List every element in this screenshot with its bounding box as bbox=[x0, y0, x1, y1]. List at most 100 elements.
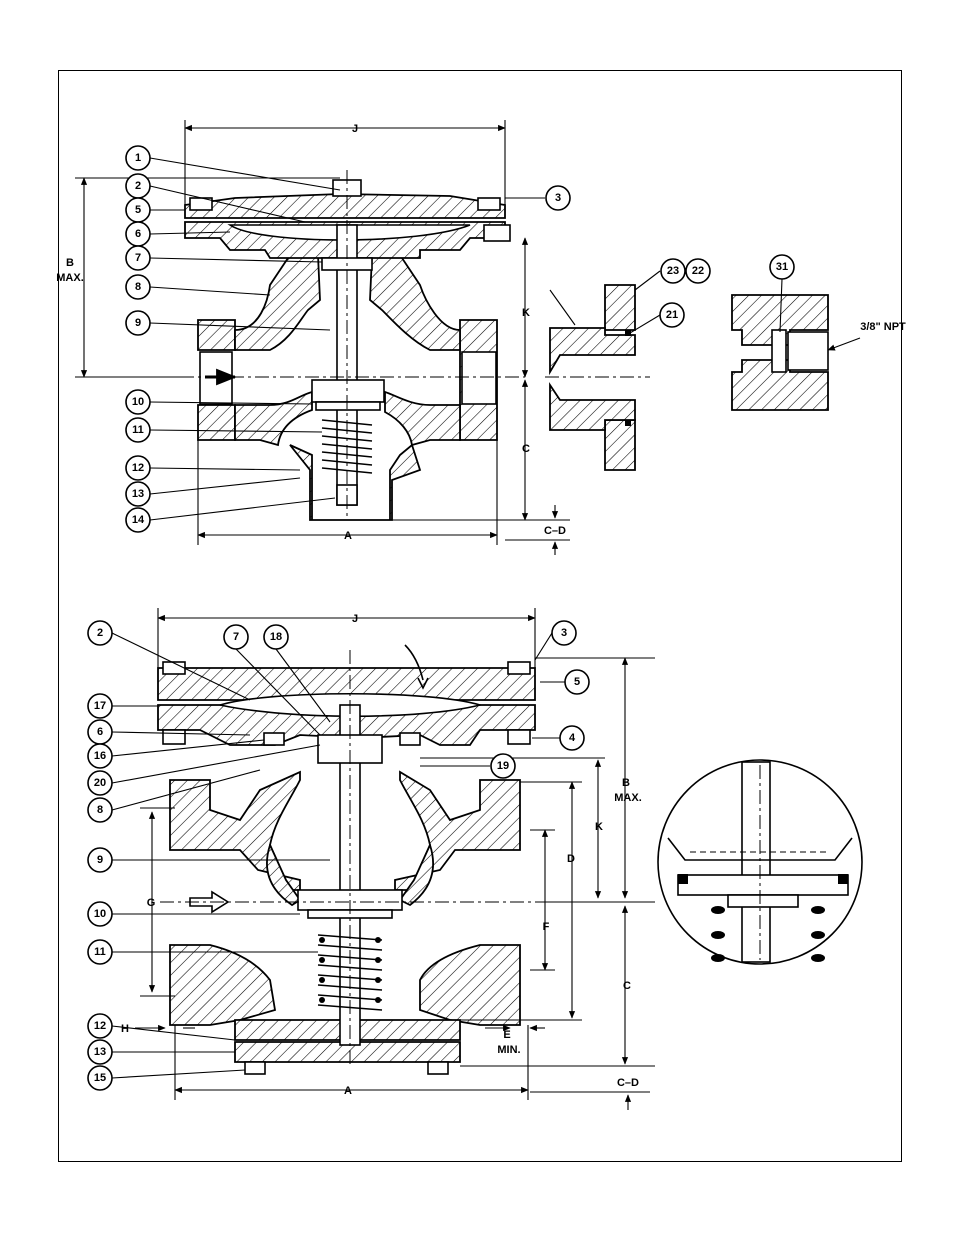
dim-j-bottom: J bbox=[352, 613, 358, 625]
top-valve-section bbox=[180, 170, 525, 521]
svg-text:15: 15 bbox=[94, 1072, 106, 1084]
svg-text:10: 10 bbox=[132, 396, 144, 408]
svg-text:31: 31 bbox=[776, 261, 788, 273]
bottom-valve-section bbox=[157, 644, 540, 1075]
svg-text:4: 4 bbox=[569, 732, 576, 744]
callout-b5: 5 bbox=[564, 669, 590, 695]
callout-10: 10 bbox=[125, 389, 151, 415]
leader-lines bbox=[111, 157, 783, 1079]
dim-c-top: C bbox=[522, 443, 530, 455]
svg-text:1: 1 bbox=[135, 152, 141, 164]
dim-c-bottom: C bbox=[623, 980, 631, 992]
svg-text:12: 12 bbox=[94, 1020, 106, 1032]
callout-22: 22 bbox=[685, 258, 711, 284]
svg-text:13: 13 bbox=[94, 1046, 106, 1058]
callout-11: 11 bbox=[125, 417, 151, 443]
svg-text:3: 3 bbox=[561, 627, 567, 639]
callout-b12: 12 bbox=[87, 1013, 113, 1039]
callout-21: 21 bbox=[659, 302, 685, 328]
dim-emin: MIN. bbox=[497, 1044, 520, 1056]
svg-text:9: 9 bbox=[135, 317, 141, 329]
svg-text:2: 2 bbox=[97, 627, 103, 639]
svg-text:19: 19 bbox=[497, 760, 509, 772]
svg-text:16: 16 bbox=[94, 750, 106, 762]
dim-b-bottom: B bbox=[622, 777, 630, 789]
svg-text:11: 11 bbox=[132, 424, 144, 436]
callout-8: 8 bbox=[125, 274, 151, 300]
svg-text:21: 21 bbox=[666, 309, 678, 321]
callout-b10: 10 bbox=[87, 901, 113, 927]
callout-23: 23 bbox=[660, 258, 686, 284]
callout-b16: 16 bbox=[87, 743, 113, 769]
callout-b15: 15 bbox=[87, 1065, 113, 1091]
dim-bmax-bottom: MAX. bbox=[614, 792, 642, 804]
svg-text:22: 22 bbox=[692, 265, 704, 277]
callout-3: 3 bbox=[545, 185, 571, 211]
callout-9: 9 bbox=[125, 310, 151, 336]
dim-j-top: J bbox=[352, 123, 358, 135]
dim-bmax-top: MAX. bbox=[56, 272, 84, 284]
svg-text:13: 13 bbox=[132, 488, 144, 500]
drawing-frame bbox=[58, 70, 902, 1162]
callout-31: 31 bbox=[769, 254, 795, 280]
svg-text:14: 14 bbox=[132, 514, 145, 526]
callout-b3: 3 bbox=[551, 620, 577, 646]
callout-12: 12 bbox=[125, 455, 151, 481]
svg-text:9: 9 bbox=[97, 854, 103, 866]
callout-13: 13 bbox=[125, 481, 151, 507]
dim-k-top: K bbox=[522, 307, 530, 319]
svg-text:10: 10 bbox=[94, 908, 106, 920]
dim-b-top: B bbox=[66, 257, 74, 269]
svg-text:7: 7 bbox=[233, 631, 239, 643]
callout-b6: 6 bbox=[87, 719, 113, 745]
callout-b8: 8 bbox=[87, 797, 113, 823]
callout-b9: 9 bbox=[87, 847, 113, 873]
dim-f: F bbox=[543, 921, 550, 933]
callout-b18: 18 bbox=[263, 624, 289, 650]
callout-5: 5 bbox=[125, 197, 151, 223]
svg-text:5: 5 bbox=[135, 204, 141, 216]
callout-2: 2 bbox=[125, 173, 151, 199]
svg-text:5: 5 bbox=[574, 676, 580, 688]
dim-d: D bbox=[567, 853, 575, 865]
top-flange-detail bbox=[545, 284, 650, 471]
svg-text:8: 8 bbox=[135, 281, 141, 293]
svg-text:18: 18 bbox=[270, 631, 282, 643]
svg-text:2: 2 bbox=[135, 180, 141, 192]
dim-a-bottom: A bbox=[344, 1085, 352, 1097]
svg-text:6: 6 bbox=[135, 228, 141, 240]
callout-1: 1 bbox=[125, 145, 151, 171]
callout-b13: 13 bbox=[87, 1039, 113, 1065]
callout-7: 7 bbox=[125, 245, 151, 271]
callout-b7: 7 bbox=[223, 624, 249, 650]
dim-a-top: A bbox=[344, 530, 352, 542]
dimension-lines bbox=[75, 120, 861, 1110]
svg-text:17: 17 bbox=[94, 700, 106, 712]
callout-b4: 4 bbox=[559, 725, 585, 751]
callout-b19: 19 bbox=[490, 753, 516, 779]
svg-text:3: 3 bbox=[555, 192, 561, 204]
svg-text:8: 8 bbox=[97, 804, 103, 816]
callout-b20: 20 bbox=[87, 770, 113, 796]
callout-6: 6 bbox=[125, 221, 151, 247]
dim-h: H bbox=[121, 1023, 129, 1035]
callout-14: 14 bbox=[125, 507, 151, 533]
svg-text:11: 11 bbox=[94, 946, 106, 958]
dim-e: E bbox=[503, 1029, 510, 1041]
svg-text:20: 20 bbox=[94, 777, 106, 789]
seat-detail-circle bbox=[657, 759, 863, 965]
svg-text:6: 6 bbox=[97, 726, 103, 738]
callout-b2: 2 bbox=[87, 620, 113, 646]
dim-cd-bottom: C–D bbox=[617, 1077, 639, 1089]
callout-b11: 11 bbox=[87, 939, 113, 965]
callout-b17: 17 bbox=[87, 693, 113, 719]
dim-cd-top: C–D bbox=[544, 525, 566, 537]
dim-g: G bbox=[147, 897, 156, 909]
dim-k-bottom: K bbox=[595, 821, 603, 833]
svg-text:12: 12 bbox=[132, 462, 144, 474]
npt-label: 3/8" NPT bbox=[860, 321, 906, 333]
svg-text:23: 23 bbox=[667, 265, 679, 277]
svg-text:7: 7 bbox=[135, 252, 141, 264]
